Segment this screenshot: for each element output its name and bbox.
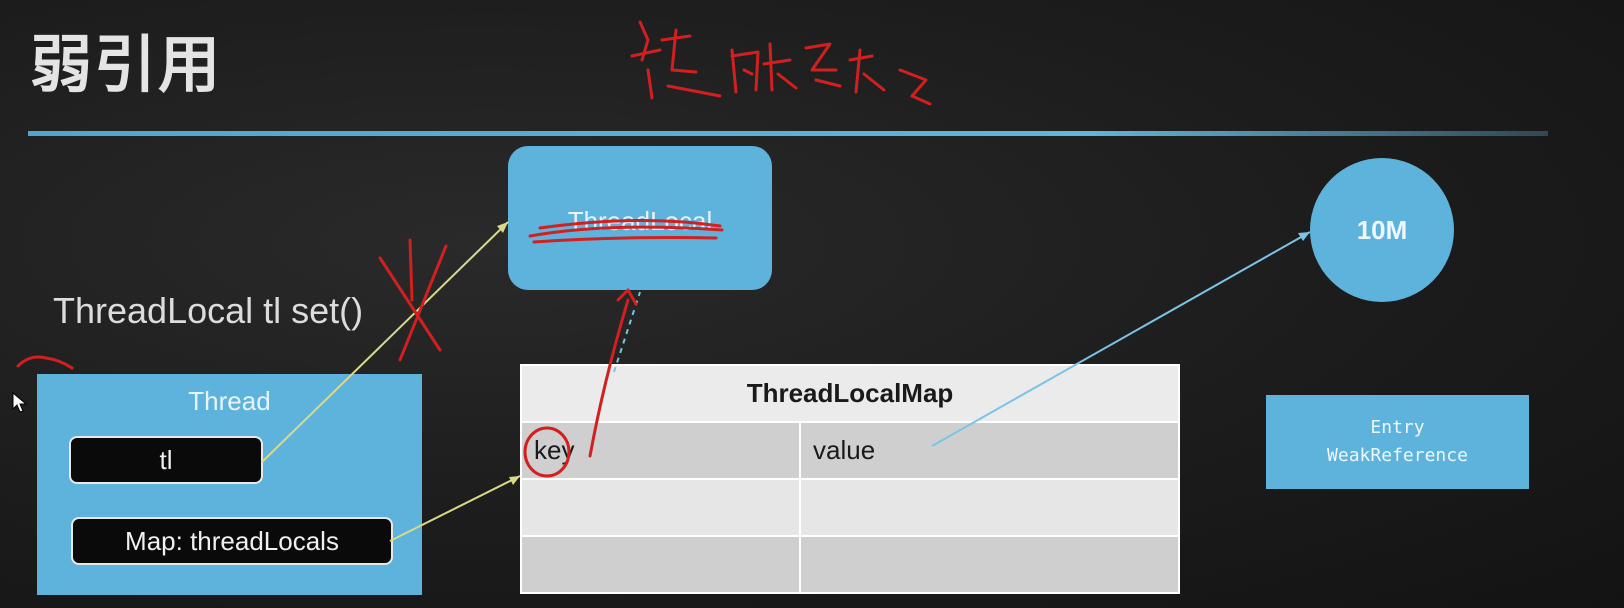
entry-label: Entry (1370, 417, 1425, 438)
value-object-circle: 10M (1310, 158, 1454, 302)
table-cell-key: key (520, 421, 801, 480)
table-cell-value (799, 478, 1180, 537)
table-row (520, 478, 1180, 537)
table-cell-key (520, 478, 801, 537)
entry-weakreference-box: Entry WeakReference (1266, 395, 1529, 489)
weakreference-label: WeakReference (1327, 445, 1468, 466)
weak-reference-arrow (613, 291, 641, 373)
thread-field-map: Map: threadLocals (71, 517, 393, 565)
value-object-label: 10M (1356, 214, 1408, 245)
slide-title: 弱引用 (30, 28, 223, 101)
table-cell-key (520, 535, 801, 594)
set-call-label: ThreadLocal tl set() (53, 290, 364, 331)
threadlocalmap-header: ThreadLocalMap (520, 364, 1180, 423)
thread-title: Thread (188, 386, 271, 416)
table-cell-value (799, 535, 1180, 594)
thread-box: Thread tl Map: threadLocals (37, 374, 422, 595)
threadlocalmap-table: ThreadLocalMap key value (520, 364, 1180, 594)
table-cell-value: value (799, 421, 1180, 480)
threadlocal-object-label: ThreadLocal (567, 205, 713, 236)
table-row (520, 535, 1180, 594)
title-divider (28, 131, 1548, 136)
mouse-cursor-icon (12, 392, 28, 413)
table-row: key value (520, 421, 1180, 480)
threadlocal-object-box: ThreadLocal (508, 146, 772, 290)
thread-field-tl: tl (69, 436, 263, 484)
